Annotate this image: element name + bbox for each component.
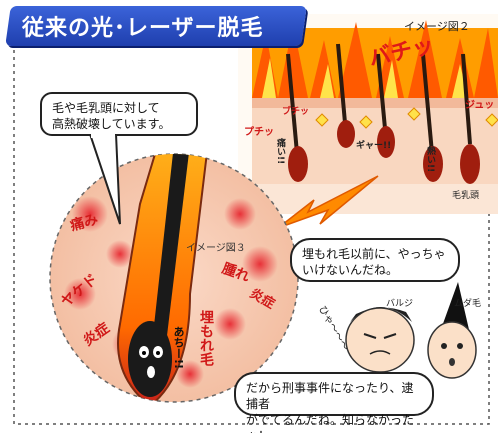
hair-cry-1: 痛い!! bbox=[275, 138, 285, 165]
character-bulge-name: バルジ bbox=[386, 299, 414, 309]
bubble-top-line1: 毛や毛乳頭に対して bbox=[52, 101, 160, 115]
bubble-tail bbox=[88, 134, 121, 225]
bubble-bottom-line2: がでてるんだね。知らなかったぁ！ bbox=[246, 413, 415, 433]
papilla-label: 毛乳頭 bbox=[452, 191, 480, 201]
bubble-bottom-line1: だから刑事事件になったり、逮捕者 bbox=[246, 381, 414, 411]
sfx-puchi: プチッ bbox=[244, 127, 274, 138]
speech-bubble-bottom: だから刑事事件になったり、逮捕者 がでてるんだね。知らなかったぁ！ bbox=[234, 372, 434, 433]
hair-follicles bbox=[286, 43, 480, 184]
hair-cry-2: ギャー!! bbox=[356, 141, 392, 151]
bubble-mid-line2: いけないんだね。 bbox=[302, 263, 399, 277]
image3-label: イメージ図３ bbox=[186, 243, 246, 254]
speech-bubble-top: 毛や毛乳頭に対して 高熱破壊しています。 bbox=[40, 92, 198, 136]
characters bbox=[345, 282, 477, 379]
character-mudage-name: ムダ毛 bbox=[454, 299, 482, 309]
page-title: 従来の光･レーザー脱毛 bbox=[22, 16, 264, 41]
word-ingrown-hair: 埋もれ毛 bbox=[198, 310, 214, 366]
bubble-top-line2: 高熱破壊しています。 bbox=[52, 117, 171, 131]
bubble-mid-line1: 埋もれ毛以前に、やっちゃ bbox=[302, 247, 446, 261]
magnified-follicle-circle bbox=[49, 153, 299, 403]
speech-bubble-middle: 埋もれ毛以前に、やっちゃ いけないんだね。 bbox=[290, 238, 460, 282]
sfx-buchi: ブチッ bbox=[282, 107, 310, 117]
hair-cry-hot: あちー!! bbox=[172, 326, 185, 370]
skin-cross-section-panel bbox=[238, 14, 498, 214]
sfx-ju: ジュッ bbox=[465, 100, 495, 111]
hair-cry-3: 熱い!! bbox=[425, 146, 435, 173]
image2-label: イメージ図２ bbox=[404, 20, 470, 33]
